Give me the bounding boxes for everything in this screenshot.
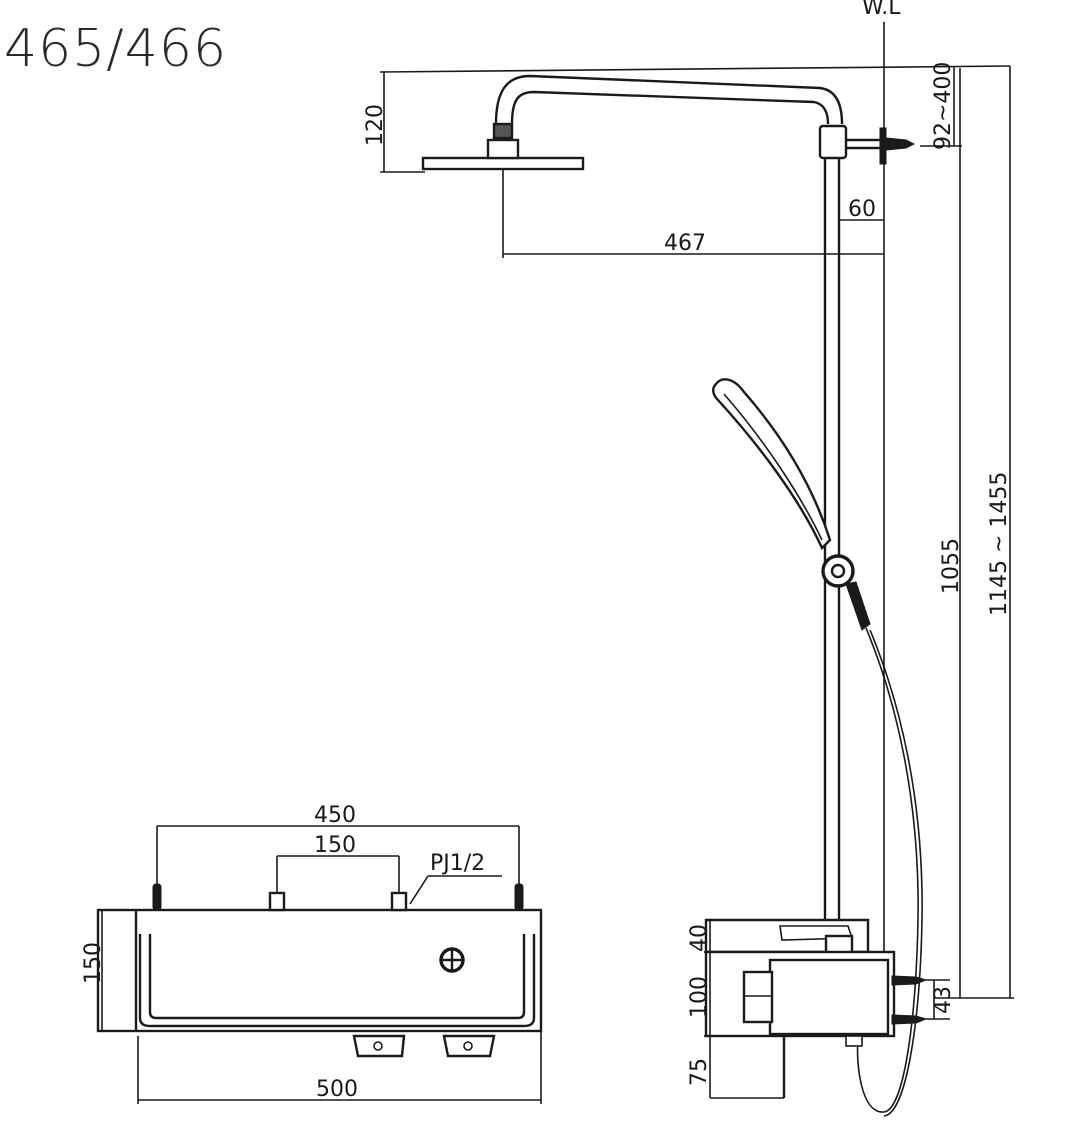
- model-title: 465/466: [4, 19, 227, 79]
- mixer-body-front: [96, 908, 543, 1033]
- arm-elbow: [818, 124, 848, 160]
- hand-shower: [712, 378, 923, 1117]
- side-knob: [742, 970, 774, 1024]
- dim-side-mid: 100: [687, 976, 712, 1018]
- shower-head-assembly: [421, 74, 916, 171]
- dim-total-height: 1145 ~ 1455: [987, 472, 1012, 616]
- outlet-left: [352, 1034, 406, 1058]
- dim-width-inlets: 450: [314, 803, 356, 828]
- inlet-left: [268, 891, 286, 912]
- shower-hose: [856, 627, 919, 1113]
- dim-arm-adjust: 92~400: [931, 62, 956, 150]
- dim-arm-reach: 467: [664, 231, 706, 256]
- wall-line: W.L: [862, 0, 901, 1010]
- dim-thread: PJ1/2: [430, 851, 485, 876]
- mixer-front-view: [96, 883, 543, 1058]
- inlet-right: [390, 891, 408, 912]
- dim-side-bottom: 75: [687, 1058, 712, 1086]
- shower-head: [421, 156, 585, 171]
- mixer-side-view: [704, 918, 928, 1098]
- head-connector: [486, 138, 520, 160]
- dim-inlet-spacing: 150: [314, 833, 356, 858]
- dim-side-top: 40: [687, 924, 712, 952]
- dim-wall-offset: 60: [848, 197, 876, 222]
- dimension-labels: 120 467 60 92~400 1055 1145 ~ 1455 450 1…: [81, 62, 1012, 1102]
- hand-shower-head: [712, 378, 832, 551]
- dim-body-width: 500: [316, 1077, 358, 1102]
- dimension-lines: [101, 65, 1014, 1104]
- slide-holder: [821, 554, 855, 588]
- dim-mixer-to-arm: 1055: [939, 538, 964, 594]
- outlet-right: [442, 1034, 496, 1058]
- dim-body-height: 150: [81, 942, 106, 984]
- dim-inlet-depth: 43: [931, 986, 956, 1014]
- dim-head-height: 120: [363, 104, 388, 146]
- wall-label: W.L: [862, 0, 901, 20]
